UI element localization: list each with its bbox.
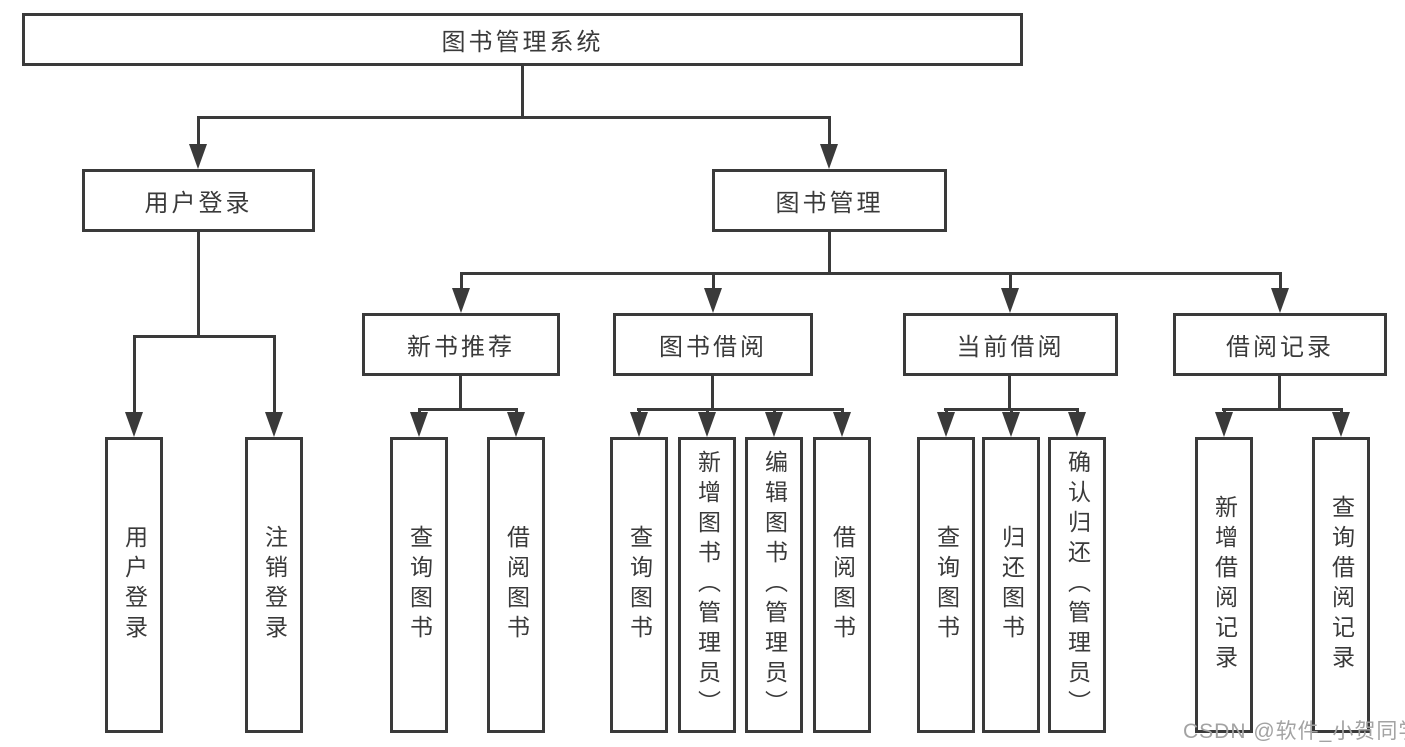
leaf-borrow-books-2: 借阅图书 (813, 437, 871, 733)
leaf-borrow-books-1: 借阅图书 (487, 437, 545, 733)
leaf-label: 注销登录 (261, 525, 288, 645)
connector-user-login-vline (197, 232, 200, 337)
arrow-down-borrow-records-icon (1270, 272, 1290, 313)
leaf-label: 查询图书 (626, 525, 653, 645)
arrow-down-book-borrow-icon (703, 272, 723, 313)
leaf-label: 新增借阅记录 (1211, 495, 1238, 675)
arrow-down-book-management-icon (819, 116, 839, 169)
leaf-label: 归还图书 (998, 525, 1025, 645)
connector-book-management-vline (828, 232, 831, 274)
arrow-down-icon (1214, 408, 1234, 437)
arrow-down-new-book-icon (451, 272, 471, 313)
node-root-library-system: 图书管理系统 (22, 13, 1023, 66)
node-label: 图书借阅 (659, 334, 767, 361)
leaf-query-books-2: 查询图书 (610, 437, 668, 733)
leaf-user-login: 用户登录 (105, 437, 163, 733)
connector-current-borrow-vline (1008, 376, 1011, 410)
node-user-login: 用户登录 (82, 169, 315, 232)
leaf-label: 用户登录 (121, 525, 148, 645)
connector-borrow-records-hline (1222, 408, 1343, 411)
connector-user-login-hline (133, 335, 275, 338)
leaf-label: 查询借阅记录 (1328, 495, 1355, 675)
node-label: 当前借阅 (956, 334, 1065, 361)
node-book-management: 图书管理 (712, 169, 947, 232)
connector-borrow-records-vline (1278, 376, 1281, 410)
leaf-add-borrow-record: 新增借阅记录 (1195, 437, 1253, 733)
arrow-down-leaf-logout-icon (264, 335, 284, 437)
leaf-confirm-return-admin: 确认归还（管理员） (1048, 437, 1106, 733)
leaf-add-book-admin: 新增图书（管理员） (678, 437, 736, 733)
leaf-edit-book-admin: 编辑图书（管理员） (745, 437, 803, 733)
connector-new-book-hline (418, 408, 518, 411)
leaf-label: 确认归还（管理员） (1064, 450, 1091, 720)
node-book-borrow: 图书借阅 (613, 313, 813, 376)
leaf-logout: 注销登录 (245, 437, 303, 733)
leaf-query-books-1: 查询图书 (390, 437, 448, 733)
leaf-label: 查询图书 (406, 525, 433, 645)
node-current-borrow: 当前借阅 (903, 313, 1118, 376)
connector-root-hline (197, 116, 831, 119)
connector-book-borrow-hline (637, 408, 844, 411)
leaf-query-books-3: 查询图书 (917, 437, 975, 733)
arrow-down-icon (1067, 408, 1087, 437)
arrow-down-icon (629, 408, 649, 437)
arrow-down-icon (409, 408, 429, 437)
connector-root-vline (521, 66, 524, 118)
arrow-down-icon (506, 408, 526, 437)
node-label: 图书管理系统 (441, 29, 604, 56)
connector-new-book-vline (459, 376, 462, 410)
connector-book-borrow-vline (711, 376, 714, 410)
node-label: 用户登录 (144, 190, 253, 217)
node-borrow-records: 借阅记录 (1173, 313, 1387, 376)
leaf-label: 编辑图书（管理员） (761, 450, 788, 720)
node-label: 图书管理 (775, 190, 884, 217)
leaf-query-borrow-record: 查询借阅记录 (1312, 437, 1370, 733)
arrow-down-icon (1331, 408, 1351, 437)
arrow-down-leaf-login-icon (124, 335, 144, 437)
leaf-label: 查询图书 (933, 525, 960, 645)
node-new-book-recommend: 新书推荐 (362, 313, 560, 376)
arrow-down-user-login-icon (188, 116, 208, 169)
arrow-down-current-borrow-icon (1000, 272, 1020, 313)
arrow-down-icon (832, 408, 852, 437)
arrow-down-icon (697, 408, 717, 437)
csdn-watermark: CSDN @软件_小贺同学 (1183, 720, 1405, 743)
arrow-down-icon (764, 408, 784, 437)
leaf-label: 新增图书（管理员） (694, 450, 721, 720)
node-label: 借阅记录 (1226, 334, 1334, 361)
connector-book-management-hline (460, 272, 1282, 275)
node-label: 新书推荐 (407, 334, 515, 361)
leaf-label: 借阅图书 (829, 525, 856, 645)
arrow-down-icon (1001, 408, 1021, 437)
leaf-return-book: 归还图书 (982, 437, 1040, 733)
arrow-down-icon (936, 408, 956, 437)
leaf-label: 借阅图书 (503, 525, 530, 645)
